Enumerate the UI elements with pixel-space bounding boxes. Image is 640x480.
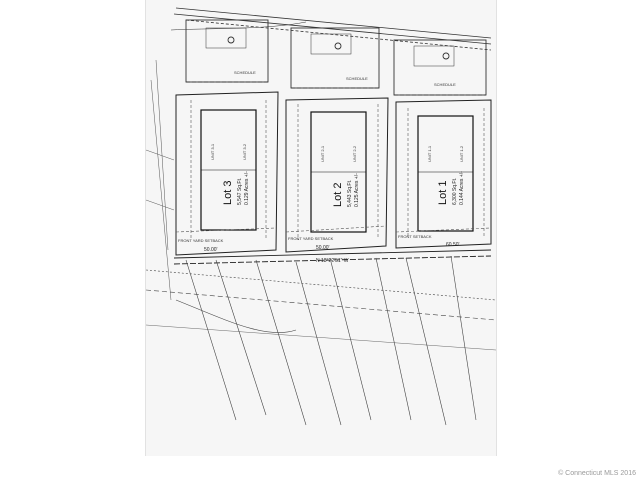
lot-2-label-group: Lot 2 5,443 Sq.Ft. 0.125 Acres +/- xyxy=(332,173,360,207)
lot-3-label-group: Lot 3 5,547 Sq.Ft. 0.129 Acres +/- xyxy=(222,171,250,205)
lot-3-area: 5,547 Sq.Ft. xyxy=(237,178,243,205)
sewer-label-1: SCHEDULE xyxy=(234,70,256,75)
lot-1-acres: 0.144 Acres +/- xyxy=(459,171,465,205)
lot-3-unit-b: UNIT 3-2 xyxy=(242,143,247,160)
lot-2-label: Lot 2 xyxy=(332,183,344,207)
lot-3-setback-label: FRONT YARD SETBACK xyxy=(178,238,224,243)
lot-2-area: 5,443 Sq.Ft. xyxy=(347,180,353,207)
lot-2-acres: 0.125 Acres +/- xyxy=(354,173,360,207)
utility-lines xyxy=(146,255,496,426)
lot-boundaries xyxy=(175,91,492,256)
site-plan-drawing: Lot 3 5,547 Sq.Ft. 0.129 Acres +/- Lot 2… xyxy=(146,7,496,426)
lot-3-acres: 0.129 Acres +/- xyxy=(244,171,250,205)
lot-2-unit-b: UNIT 2-2 xyxy=(352,145,357,162)
street-bearing: N 18°22'51" W xyxy=(316,258,349,264)
lot-2-frontage: 50.00' xyxy=(316,245,330,251)
top-boundary-lines xyxy=(170,7,492,51)
lot-1-area: 6,300 Sq.Ft. xyxy=(452,178,458,205)
lot-3-frontage: 50.00' xyxy=(204,247,218,253)
lot-1-label-group: Lot 1 6,300 Sq.Ft. 0.144 Acres +/- xyxy=(437,171,465,205)
sewer-label-2: SCHEDULE xyxy=(346,76,368,81)
lot-3-unit-a: UNIT 3-1 xyxy=(210,143,215,160)
lot-1-unit-b: UNIT 1-2 xyxy=(459,145,464,162)
lot-1-label: Lot 1 xyxy=(437,181,449,205)
garage-blocks xyxy=(185,19,487,96)
lot-1-frontage: 60.50' xyxy=(446,242,460,248)
site-plan-sheet: Lot 3 5,547 Sq.Ft. 0.129 Acres +/- Lot 2… xyxy=(145,0,497,456)
lot-1-unit-a: UNIT 1-1 xyxy=(427,145,432,162)
street-line xyxy=(173,249,492,265)
lot-2-unit-a: UNIT 2-1 xyxy=(320,145,325,162)
mls-watermark: © Connecticut MLS 2016 xyxy=(558,470,636,477)
left-annotation-lines xyxy=(146,59,175,301)
lot-2-setback-label: FRONT YARD SETBACK xyxy=(288,236,334,241)
lot-1-setback-label: FRONT SETBACK xyxy=(398,234,432,239)
sewer-label-3: SCHEDULE xyxy=(434,82,456,87)
building-footprints xyxy=(200,109,474,233)
setback-lines xyxy=(175,100,492,240)
lot-3-label: Lot 3 xyxy=(222,181,234,205)
